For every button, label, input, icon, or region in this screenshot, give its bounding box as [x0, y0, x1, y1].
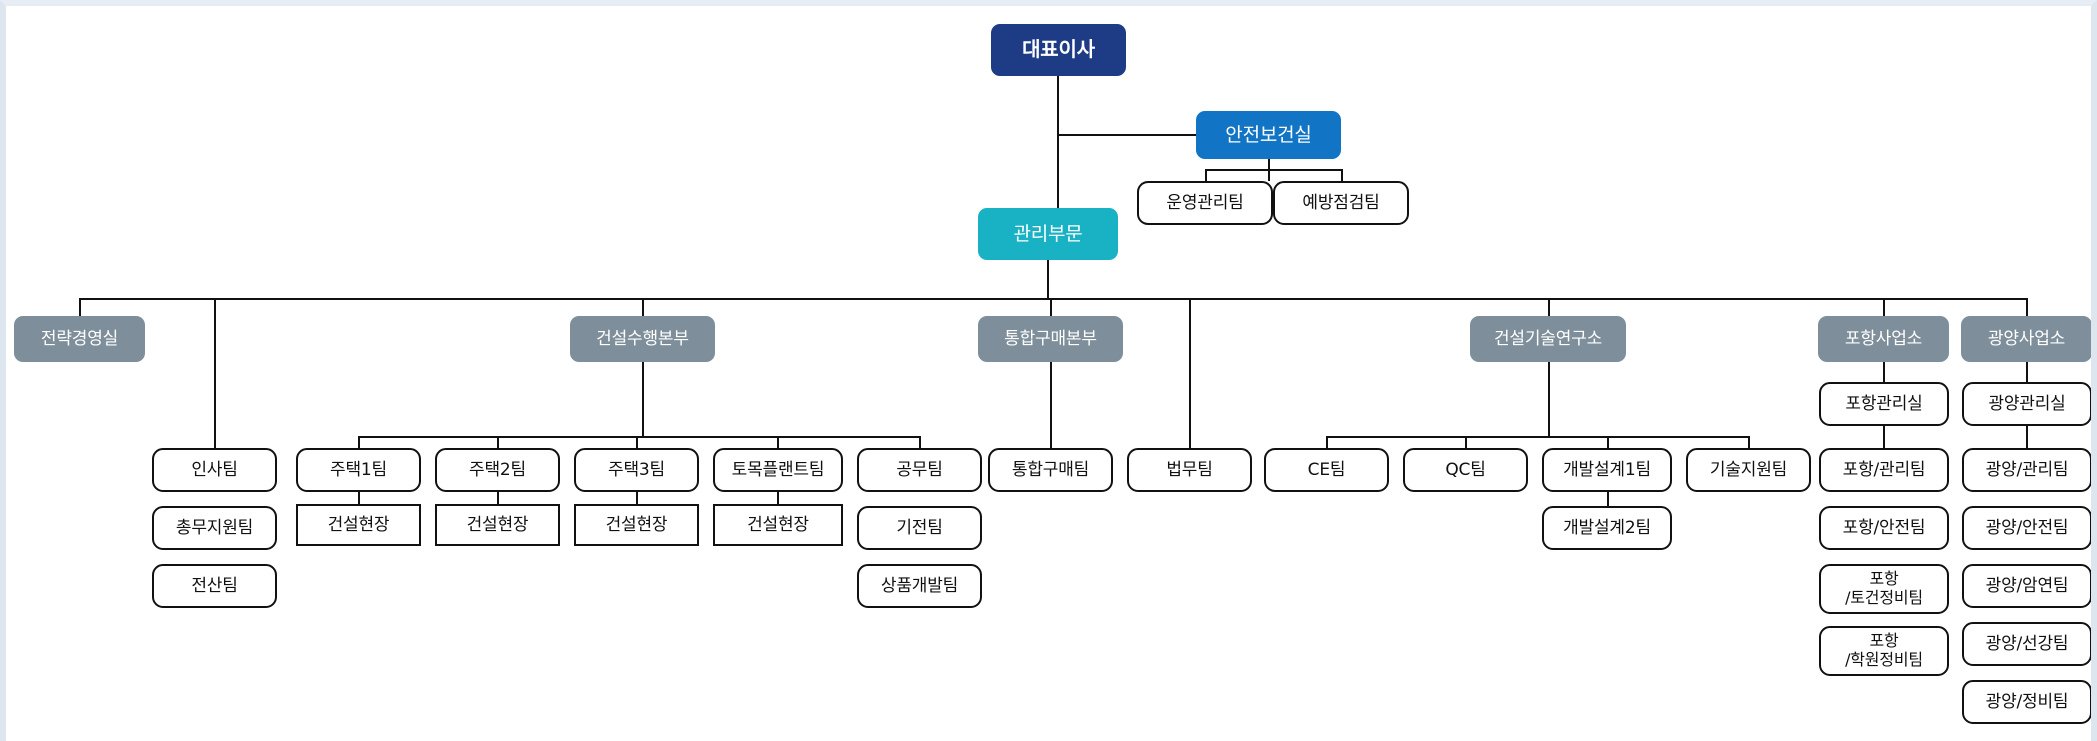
connector-drop-hr-direct	[214, 298, 216, 448]
connector-drop-research	[1548, 298, 1550, 316]
connector-construct-down	[642, 362, 644, 438]
node-pohang-mgmt-team[interactable]: 포항/관리팀	[1819, 448, 1949, 492]
node-pohang-branch[interactable]: 포항사업소	[1818, 316, 1949, 362]
connector-drop-strategy	[79, 298, 81, 316]
connector-safety-team2-drop	[1341, 169, 1343, 181]
connector-construct-d1	[358, 436, 360, 448]
node-development-design-team-2[interactable]: 개발설계2팀	[1542, 506, 1672, 550]
connector-construct-d3	[636, 436, 638, 448]
connector-construct-bus	[358, 436, 919, 438]
connector-research-d3	[1607, 436, 1609, 448]
node-it-team[interactable]: 전산팀	[152, 564, 277, 608]
node-management-division[interactable]: 관리부문	[978, 208, 1118, 260]
node-legal-team[interactable]: 법무팀	[1127, 448, 1252, 492]
connector-research-down	[1548, 362, 1550, 436]
node-integrated-purchasing-team[interactable]: 통합구매팀	[988, 448, 1113, 492]
connector-research-d1	[1326, 436, 1328, 448]
node-integrated-purchasing-hq[interactable]: 통합구매본부	[978, 316, 1123, 362]
node-general-affairs-team[interactable]: 총무지원팀	[152, 506, 277, 550]
connector-drop-construct	[642, 298, 644, 316]
connector-safety-bus	[1205, 169, 1341, 171]
node-gwangyang-safety-team[interactable]: 광양/안전팀	[1962, 506, 2091, 550]
connector-drop-gwangyang	[2026, 298, 2028, 316]
node-gwangyang-branch[interactable]: 광양사업소	[1961, 316, 2091, 362]
node-prevention-inspection-team[interactable]: 예방점검팀	[1273, 181, 1409, 225]
connector-site3	[636, 492, 638, 504]
node-hr-team[interactable]: 인사팀	[152, 448, 277, 492]
connector-construct-d4	[777, 436, 779, 448]
connector-research-bus	[1326, 436, 1748, 438]
node-operations-mgmt-team[interactable]: 운영관리팀	[1137, 181, 1273, 225]
connector-pohang-office-down	[1883, 426, 1885, 448]
node-pohang-safety-team[interactable]: 포항/안전팀	[1819, 506, 1949, 550]
connector-research-d4	[1748, 436, 1750, 448]
node-gwangyang-mgmt-office[interactable]: 광양관리실	[1962, 382, 2091, 426]
connector-site2	[497, 492, 499, 504]
node-construction-site-4[interactable]: 건설현장	[713, 504, 843, 546]
connector-ceo-down	[1057, 76, 1059, 208]
node-pohang-civil-maintenance-team[interactable]: 포항 /토건정비팀	[1819, 564, 1949, 614]
node-civil-plant-team[interactable]: 토목플랜트팀	[713, 448, 843, 492]
node-gwangyang-maintenance-team[interactable]: 광양/정비팀	[1962, 680, 2091, 724]
connector-ceo-to-safety	[1057, 134, 1269, 136]
node-construction-site-1[interactable]: 건설현장	[296, 504, 421, 546]
connector-research-d2	[1465, 436, 1467, 448]
connector-main-bus	[79, 298, 2027, 300]
connector-site1	[358, 492, 360, 504]
connector-construct-d5	[919, 436, 921, 448]
node-ce-team[interactable]: CE팀	[1264, 448, 1389, 492]
node-gwangyang-mgmt-team[interactable]: 광양/관리팀	[1962, 448, 2091, 492]
connector-pohang-down	[1883, 362, 1885, 382]
node-construction-site-3[interactable]: 건설현장	[574, 504, 699, 546]
node-pohang-mgmt-office[interactable]: 포항관리실	[1819, 382, 1949, 426]
node-technical-support-team[interactable]: 기술지원팀	[1686, 448, 1811, 492]
node-ceo[interactable]: 대표이사	[991, 24, 1126, 76]
connector-safety-team1-drop	[1205, 169, 1207, 181]
node-construction-hq[interactable]: 건설수행본부	[570, 316, 715, 362]
connector-construct-d2	[497, 436, 499, 448]
connector-site4	[777, 492, 779, 504]
connector-drop-legal	[1189, 298, 1191, 448]
node-qc-team[interactable]: QC팀	[1403, 448, 1528, 492]
node-housing-team-2[interactable]: 주택2팀	[435, 448, 560, 492]
node-housing-team-1[interactable]: 주택1팀	[296, 448, 421, 492]
node-pohang-academy-maintenance-team[interactable]: 포항 /학원정비팀	[1819, 626, 1949, 676]
node-safety-health-office[interactable]: 안전보건실	[1196, 111, 1341, 159]
connector-purchase-down	[1050, 362, 1052, 448]
node-construction-tech-research-institute[interactable]: 건설기술연구소	[1470, 316, 1626, 362]
connector-drop-purchase	[1050, 298, 1052, 316]
node-strategic-mgmt-office[interactable]: 전략경영실	[14, 316, 145, 362]
connector-drop-pohang	[1883, 298, 1885, 316]
node-construction-site-2[interactable]: 건설현장	[435, 504, 560, 546]
node-mechanical-electrical-team[interactable]: 기전팀	[857, 506, 982, 550]
connector-gwangyang-down	[2026, 362, 2028, 382]
node-public-works-team[interactable]: 공무팀	[857, 448, 982, 492]
node-product-development-team[interactable]: 상품개발팀	[857, 564, 982, 608]
connector-design2	[1607, 492, 1609, 506]
node-housing-team-3[interactable]: 주택3팀	[574, 448, 699, 492]
node-gwangyang-coke-team[interactable]: 광양/암연팀	[1962, 564, 2091, 608]
org-chart-stage: 대표이사 안전보건실 운영관리팀 예방점검팀 관리부문 전략경영실 건설수행본부…	[6, 6, 2091, 741]
connector-mgmt-down	[1047, 260, 1049, 299]
node-gwangyang-steelmaking-team[interactable]: 광양/선강팀	[1962, 622, 2091, 666]
connector-gwangyang-office-down	[2026, 426, 2028, 448]
node-development-design-team-1[interactable]: 개발설계1팀	[1542, 448, 1672, 492]
